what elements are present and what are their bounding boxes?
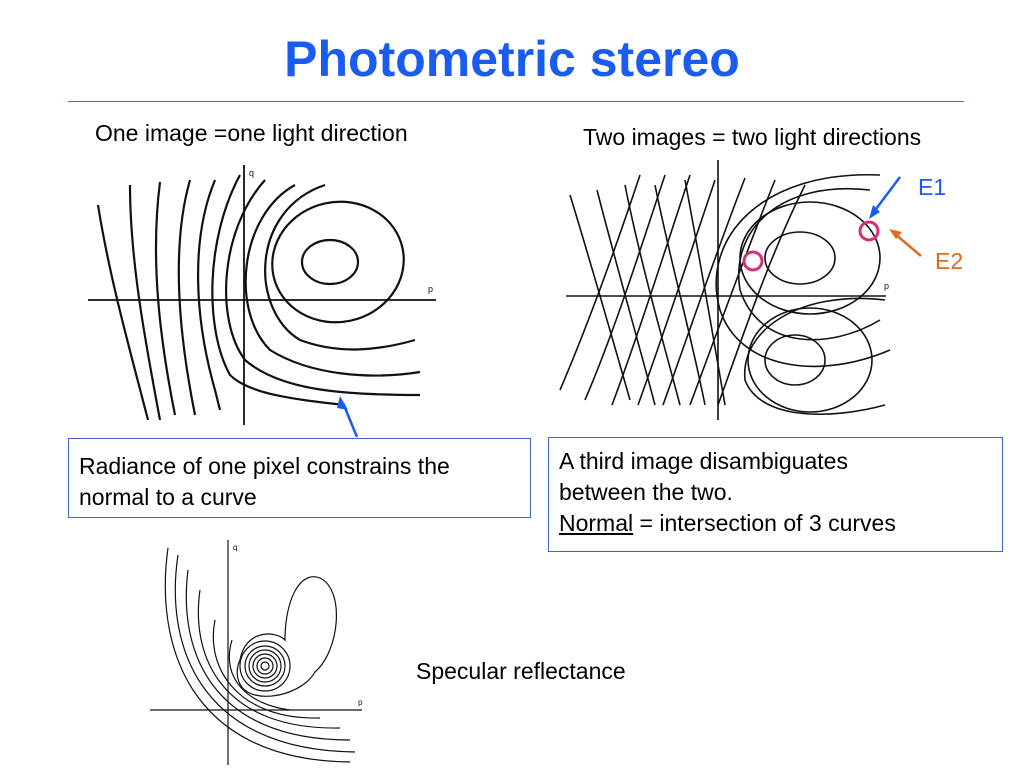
right-contour-right: [584, 174, 666, 401]
right-contour-right: [559, 174, 641, 391]
specular-contour: [252, 653, 278, 679]
e2-label: E2: [935, 248, 964, 274]
specular-p-label: p: [358, 698, 363, 707]
left-contour: [300, 238, 360, 286]
right-contour-left: [569, 194, 631, 401]
right-contour-upper: [715, 174, 891, 368]
right-contour-right: [637, 179, 716, 406]
intersection-marker-left: [742, 250, 764, 272]
page-title: Photometric stereo: [284, 31, 740, 87]
specular-q-label: q: [233, 543, 237, 552]
right-p-label: p: [884, 281, 889, 291]
right-note-line1: A third image disambiguates: [559, 448, 848, 474]
left-note-text: Radiance of one pixel constrains the nor…: [79, 453, 450, 510]
specular-contour: [185, 569, 351, 741]
right-contour-upper: [764, 231, 836, 285]
right-contour-upper: [737, 187, 881, 341]
left-contour: [244, 184, 421, 377]
right-reflectance-map: p: [559, 160, 891, 420]
specular-contour: [244, 645, 286, 687]
right-contour-lower: [747, 307, 873, 413]
left-p-label: p: [428, 284, 433, 294]
e1-arrow: [869, 176, 901, 219]
normal-term: Normal: [559, 510, 634, 536]
left-contour: [264, 183, 416, 351]
specular-contour: [248, 649, 282, 683]
specular-lobe: [236, 576, 337, 697]
right-contour-right: [611, 174, 691, 406]
left-contour: [271, 200, 405, 324]
specular-contour: [164, 547, 351, 763]
right-contour-left: [654, 184, 706, 406]
left-reflectance-map: p q: [88, 165, 436, 425]
right-contour-left: [624, 184, 681, 406]
specular-contour: [212, 619, 321, 719]
right-note-box: A third image disambiguates between the …: [548, 437, 1003, 552]
specular-contour: [256, 657, 274, 675]
right-caption: Two images = two light directions: [583, 124, 922, 150]
right-note-line2: between the two.: [559, 479, 733, 505]
e2-arrow: [889, 229, 922, 257]
right-contour-right: [662, 177, 746, 406]
left-caption: One image =one light direction: [95, 120, 408, 146]
left-note-box: Radiance of one pixel constrains the nor…: [68, 438, 531, 518]
specular-contour: [197, 589, 341, 729]
specular-caption: Specular reflectance: [416, 658, 626, 684]
right-note-line3: Normal = intersection of 3 curves: [559, 508, 992, 539]
right-contour-right: [689, 179, 776, 406]
e1-label: E1: [918, 174, 947, 200]
right-contour-right: [717, 184, 806, 406]
left-contour: [211, 174, 346, 407]
left-contour: [177, 179, 197, 416]
left-pointer-arrow: [337, 396, 359, 438]
right-contour-lower: [764, 334, 826, 386]
specular-reflectance-map: p q: [150, 540, 363, 765]
specular-contour: [228, 639, 291, 711]
right-contour-left: [684, 179, 726, 406]
left-contour: [96, 204, 150, 421]
right-contour-lower: [744, 297, 886, 415]
left-contour: [128, 184, 162, 421]
intersection-marker-right: [858, 220, 880, 242]
left-contour: [225, 179, 421, 397]
specular-contour: [174, 554, 356, 753]
right-note-line3-rest: = intersection of 3 curves: [633, 510, 896, 536]
left-contour: [154, 181, 177, 416]
specular-contour: [260, 661, 270, 671]
left-contour: [196, 179, 222, 411]
title-divider: [68, 101, 964, 102]
left-q-label: q: [249, 168, 254, 178]
specular-contour: [239, 640, 291, 692]
right-contour-left: [596, 189, 656, 406]
